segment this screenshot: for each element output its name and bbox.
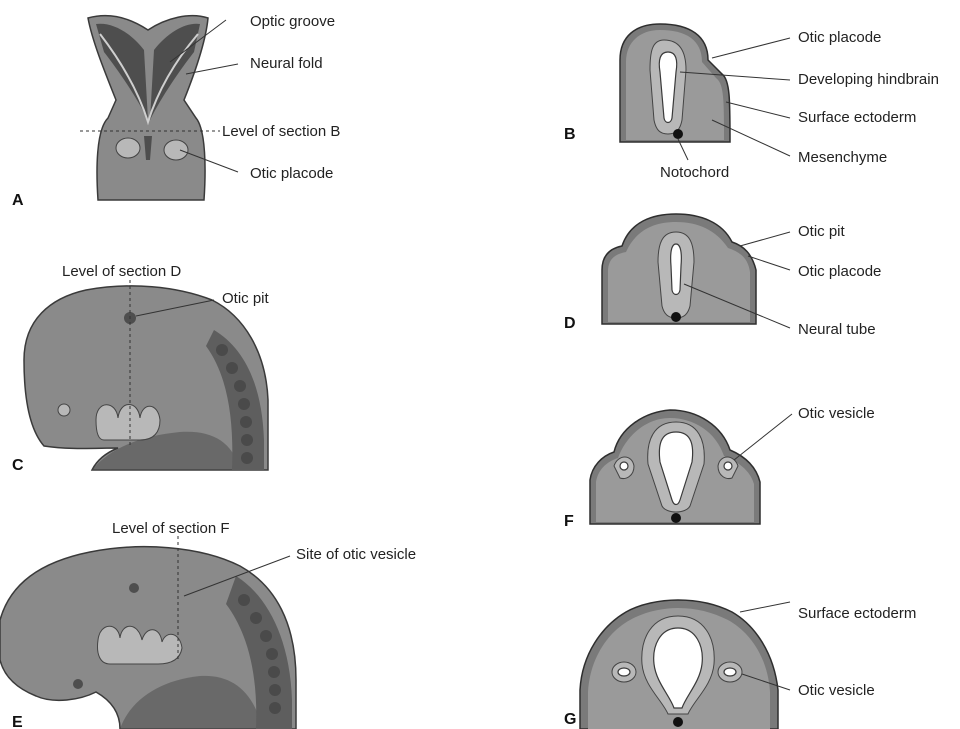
panel-e-eye <box>73 679 83 689</box>
panel-e-label-level-section-f: Level of section F <box>112 520 230 537</box>
panel-b-label-surface-ectoderm: Surface ectoderm <box>798 109 916 126</box>
panel-e-label-site-otic-vesicle: Site of otic vesicle <box>296 546 416 563</box>
panel-d-notochord <box>671 312 681 322</box>
panel-a: Optic groove Neural fold Level of sectio… <box>12 13 340 209</box>
panel-d-label-otic-pit: Otic pit <box>798 223 846 240</box>
panel-a-label-level-section-b: Level of section B <box>222 123 340 140</box>
panel-a-label-otic-placode: Otic placode <box>250 165 333 182</box>
panel-g-leader-surface-ectoderm <box>740 602 790 612</box>
panel-f: Otic vesicle F <box>564 405 875 530</box>
panel-f-leader-otic-vesicle <box>734 414 792 460</box>
panel-a-letter: A <box>12 192 24 209</box>
panel-f-otic-vesicle-left-lumen <box>620 462 628 470</box>
panel-f-notochord <box>671 513 681 523</box>
panel-e-lens-placode <box>129 583 139 593</box>
panel-b-leader-surface-ectoderm <box>726 102 790 118</box>
panel-g-label-otic-vesicle: Otic vesicle <box>798 682 875 699</box>
panel-b-label-notochord: Notochord <box>660 164 729 181</box>
panel-b-leader-otic-placode <box>712 38 790 58</box>
panel-f-letter: F <box>564 513 574 530</box>
panel-b: Otic placode Developing hindbrain Surfac… <box>564 24 939 181</box>
panel-d-label-neural-tube: Neural tube <box>798 321 876 338</box>
panel-g-letter: G <box>564 711 576 728</box>
panel-c-label-otic-pit: Otic pit <box>222 290 270 307</box>
panel-f-otic-vesicle-right-lumen <box>724 462 732 470</box>
panel-c-letter: C <box>12 457 24 474</box>
panel-b-letter: B <box>564 126 576 143</box>
panel-c-pharyngeal-arches <box>96 405 160 441</box>
panel-c-eye <box>58 404 70 416</box>
panel-f-label-otic-vesicle: Otic vesicle <box>798 405 875 422</box>
panel-b-notochord <box>673 129 683 139</box>
panel-g-otic-vesicle-right-lumen <box>724 668 736 676</box>
panel-c: Level of section D Otic pit C <box>12 263 270 474</box>
panel-d-neural-tube-lumen <box>671 244 682 295</box>
panel-a-label-optic-groove: Optic groove <box>250 13 335 30</box>
panel-a-label-neural-fold: Neural fold <box>250 55 323 72</box>
panel-d-letter: D <box>564 315 576 332</box>
panel-g-label-surface-ectoderm: Surface ectoderm <box>798 605 916 622</box>
panel-d: Otic pit Otic placode Neural tube D <box>564 214 881 338</box>
panel-b-label-otic-placode: Otic placode <box>798 29 881 46</box>
panel-e: Level of section F Site of otic vesicle … <box>0 520 416 729</box>
panel-b-label-mesenchyme: Mesenchyme <box>798 149 887 166</box>
panel-g-notochord <box>673 717 683 727</box>
panel-g: Surface ectoderm Otic vesicle G <box>564 600 916 729</box>
panel-d-leader-otic-pit <box>740 232 790 246</box>
panel-b-label-developing-hindbrain: Developing hindbrain <box>798 71 939 88</box>
panel-g-otic-vesicle-left-lumen <box>618 668 630 676</box>
panel-d-label-otic-placode: Otic placode <box>798 263 881 280</box>
panel-e-letter: E <box>12 714 23 729</box>
panel-a-otic-placode-left <box>116 138 140 158</box>
panel-c-label-level-section-d: Level of section D <box>62 263 181 280</box>
panel-a-otic-placode-right <box>164 140 188 160</box>
